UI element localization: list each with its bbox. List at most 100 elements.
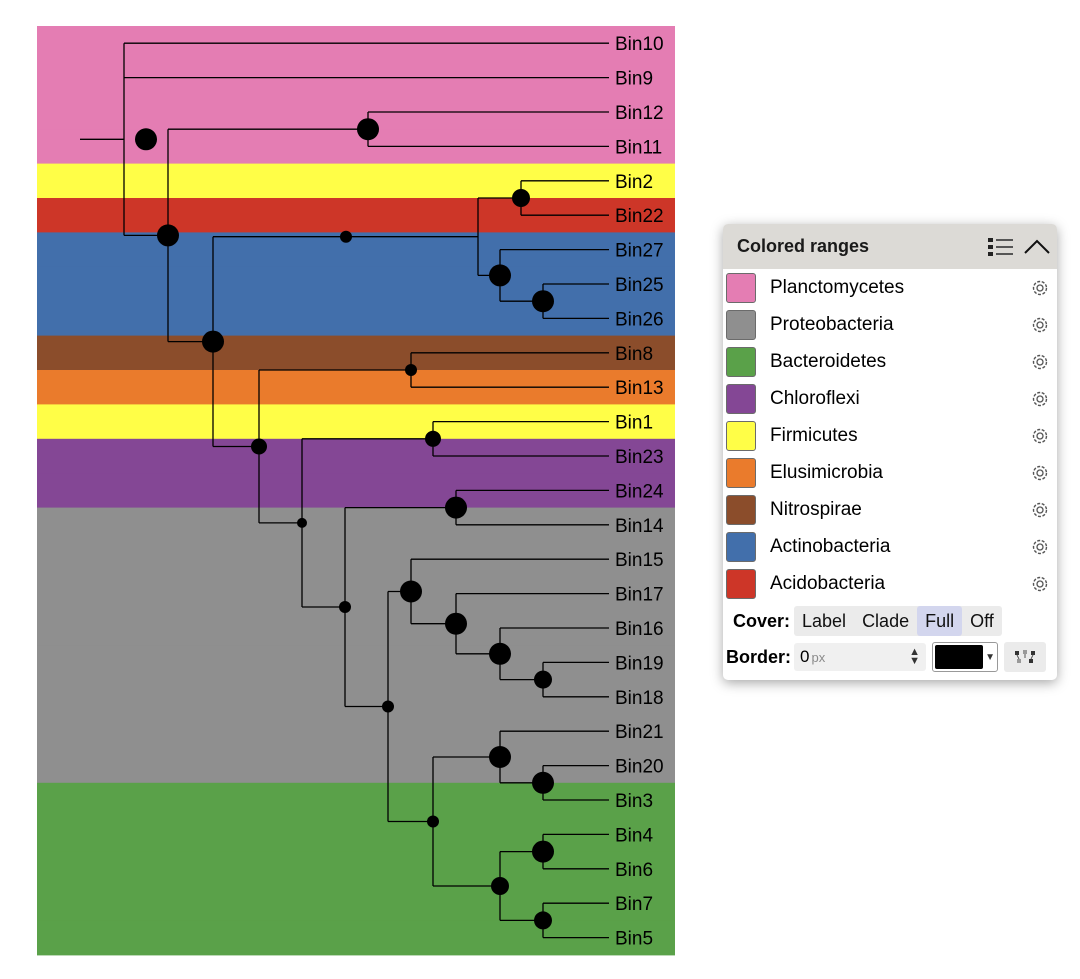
support-node [297, 517, 307, 528]
border-width-unit: px [811, 649, 826, 665]
cover-label: Cover: [733, 610, 791, 631]
dropdown-arrow-icon: ▼ [985, 651, 995, 663]
leaf-labels: Bin10Bin9Bin12Bin11Bin2Bin22Bin27Bin25Bi… [615, 34, 664, 949]
tree-layout-icon[interactable] [1004, 642, 1047, 672]
cover-control: Cover: Label Clade Full Off [723, 604, 1057, 638]
range-label: Actinobacteria [770, 535, 891, 557]
leaf-label: Bin18 [615, 688, 664, 709]
color-swatch[interactable] [726, 309, 756, 340]
cover-segmented-control: Label Clade Full Off [794, 606, 1002, 636]
border-control: Border: 0 px ▲▼ ▼ [723, 640, 1057, 674]
leaf-label: Bin15 [615, 550, 664, 571]
leaf-label: Bin23 [615, 447, 664, 468]
gear-icon[interactable] [1029, 499, 1051, 521]
color-swatch[interactable] [726, 457, 756, 488]
leaf-label: Bin4 [615, 825, 653, 846]
gear-icon[interactable] [1029, 536, 1051, 558]
support-node [425, 430, 441, 447]
leaf-label: Bin16 [615, 619, 664, 640]
support-node [489, 642, 511, 665]
support-node [445, 496, 467, 519]
leaf-label: Bin13 [615, 378, 664, 399]
support-node [427, 815, 439, 828]
leaf-label: Bin22 [615, 206, 664, 227]
gear-icon[interactable] [1029, 573, 1051, 595]
range-row[interactable]: Bacteroidetes [723, 343, 1057, 380]
range-row[interactable]: Chloroflexi [723, 380, 1057, 417]
color-swatch[interactable] [726, 383, 756, 414]
support-node [339, 601, 351, 613]
leaf-label: Bin17 [615, 585, 664, 606]
leaf-label: Bin25 [615, 275, 664, 296]
gear-icon[interactable] [1029, 277, 1051, 299]
support-node [534, 911, 552, 930]
cover-option-full[interactable]: Full [917, 606, 963, 636]
leaf-label: Bin7 [615, 894, 653, 915]
phylogenetic-tree: Bin10Bin9Bin12Bin11Bin2Bin22Bin27Bin25Bi… [37, 26, 675, 956]
gear-icon[interactable] [1029, 351, 1051, 373]
color-swatch[interactable] [726, 494, 756, 525]
range-row[interactable]: Nitrospirae [723, 491, 1057, 528]
support-node [202, 330, 224, 353]
leaf-label: Bin24 [615, 481, 664, 502]
color-swatch[interactable] [726, 272, 756, 303]
range-label: Elusimicrobia [770, 461, 883, 483]
cover-option-clade[interactable]: Clade [862, 610, 910, 631]
range-label: Planctomycetes [770, 276, 905, 298]
range-row[interactable]: Proteobacteria [723, 306, 1057, 343]
gear-icon[interactable] [1029, 388, 1051, 410]
panel-header: Colored ranges [723, 224, 1057, 269]
leaf-label: Bin20 [615, 757, 664, 778]
list-icon[interactable] [985, 231, 1017, 263]
support-node [534, 670, 552, 689]
support-node [512, 189, 530, 207]
leaf-label: Bin11 [615, 137, 662, 158]
support-node [157, 224, 179, 247]
range-label: Firmicutes [770, 424, 858, 446]
range-label: Nitrospirae [770, 498, 862, 520]
border-label: Border: [726, 646, 792, 667]
support-node [135, 128, 157, 151]
gear-icon[interactable] [1029, 425, 1051, 447]
gear-icon[interactable] [1029, 462, 1051, 484]
range-label: Proteobacteria [770, 313, 894, 335]
support-node [532, 840, 554, 863]
border-color-picker[interactable]: ▼ [932, 642, 999, 672]
range-label: Bacteroidetes [770, 350, 887, 372]
support-node [532, 771, 554, 794]
leaf-label: Bin12 [615, 103, 664, 124]
leaf-label: Bin26 [615, 309, 664, 330]
chevron-up-icon[interactable] [1021, 231, 1053, 263]
border-width-value: 0 [800, 647, 810, 666]
support-node [491, 877, 509, 895]
range-row[interactable]: Planctomycetes [723, 269, 1057, 306]
support-node [489, 746, 511, 768]
stepper-icon[interactable]: ▲▼ [909, 646, 921, 667]
support-node [357, 118, 379, 141]
range-row[interactable]: Actinobacteria [723, 528, 1057, 565]
cover-option-label[interactable]: Label [802, 610, 847, 631]
support-nodes [135, 118, 554, 930]
gear-icon[interactable] [1029, 314, 1051, 336]
color-swatch[interactable] [726, 531, 756, 562]
color-swatch[interactable] [726, 346, 756, 377]
leaf-label: Bin27 [615, 241, 664, 262]
range-row[interactable]: Acidobacteria [723, 565, 1057, 602]
leaf-label: Bin9 [615, 69, 653, 90]
range-label: Acidobacteria [770, 572, 886, 594]
border-width-input[interactable]: 0 px ▲▼ [794, 643, 927, 671]
leaf-label: Bin14 [615, 516, 664, 537]
color-swatch[interactable] [726, 420, 756, 451]
leaf-label: Bin3 [615, 791, 653, 812]
leaf-label: Bin1 [615, 413, 653, 434]
support-node [340, 230, 352, 243]
cover-option-off[interactable]: Off [970, 610, 994, 631]
leaf-label: Bin8 [615, 344, 653, 365]
range-row[interactable]: Elusimicrobia [723, 454, 1057, 491]
color-swatch[interactable] [726, 568, 756, 599]
support-node [251, 438, 267, 455]
support-node [532, 290, 554, 313]
range-row[interactable]: Firmicutes [723, 417, 1057, 454]
